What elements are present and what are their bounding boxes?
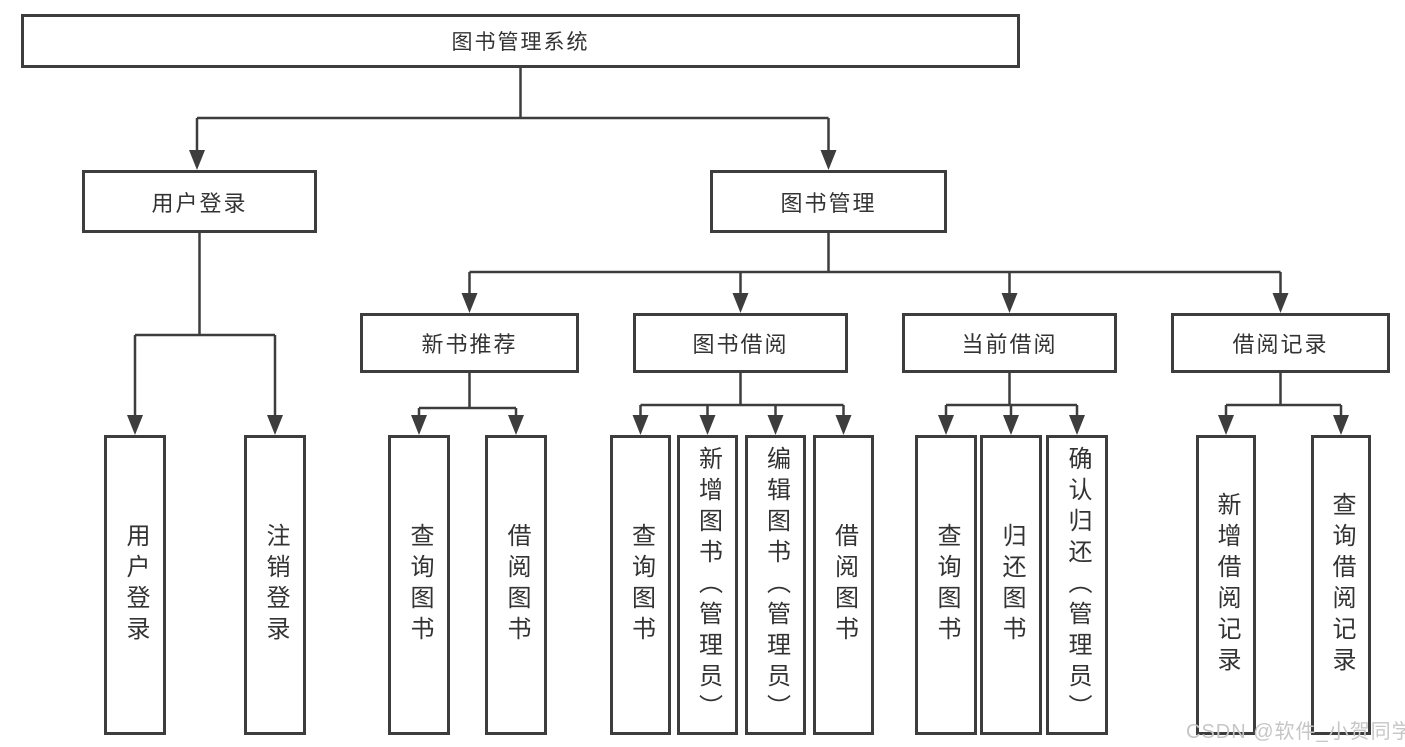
node-label: 新增图书（管理员） bbox=[694, 445, 722, 725]
node-label: 查询图书 bbox=[406, 523, 433, 647]
leaf-confirm-return-admin: 确认归还（管理员） bbox=[1046, 435, 1108, 735]
leaf-query-borrow-record: 查询借阅记录 bbox=[1311, 435, 1371, 735]
node-current-borrowing: 当前借阅 bbox=[902, 313, 1117, 373]
node-label: 借阅图书 bbox=[830, 523, 858, 647]
leaf-user-login: 用户登录 bbox=[104, 435, 166, 735]
node-label: 新书推荐 bbox=[421, 332, 518, 357]
node-user-login: 用户登录 bbox=[82, 170, 317, 233]
node-new-book-recommend: 新书推荐 bbox=[360, 313, 579, 373]
node-label: 查询图书 bbox=[627, 523, 655, 647]
leaf-add-book-admin: 新增图书（管理员） bbox=[677, 435, 738, 735]
node-book-borrowing: 图书借阅 bbox=[633, 313, 848, 373]
leaf-query-books-borrowing: 查询图书 bbox=[610, 435, 671, 735]
node-label: 新增借阅记录 bbox=[1213, 492, 1240, 678]
leaf-logout: 注销登录 bbox=[244, 435, 306, 735]
node-label: 注销登录 bbox=[262, 523, 289, 647]
node-label: 用户登录 bbox=[151, 190, 248, 216]
leaf-edit-book-admin: 编辑图书（管理员） bbox=[745, 435, 806, 735]
node-borrowing-records: 借阅记录 bbox=[1171, 313, 1390, 373]
watermark: CSDN @软件_小贺同学 bbox=[1186, 721, 1405, 743]
leaf-borrow-books-borrowing: 借阅图书 bbox=[813, 435, 874, 735]
node-label: 归还图书 bbox=[998, 523, 1025, 647]
node-label: 图书管理系统 bbox=[451, 31, 590, 54]
node-label: 借阅记录 bbox=[1232, 332, 1329, 357]
node-label: 编辑图书（管理员） bbox=[762, 445, 790, 725]
leaf-return-books: 归还图书 bbox=[980, 435, 1042, 735]
node-label: 查询借阅记录 bbox=[1328, 492, 1355, 678]
node-label: 当前借阅 bbox=[961, 332, 1058, 357]
leaf-borrow-books-recommend: 借阅图书 bbox=[485, 435, 547, 735]
node-label: 用户登录 bbox=[122, 523, 149, 647]
node-label: 图书借阅 bbox=[692, 332, 789, 357]
node-label: 借阅图书 bbox=[503, 523, 530, 647]
leaf-add-borrow-record: 新增借阅记录 bbox=[1196, 435, 1256, 735]
leaf-query-books-current: 查询图书 bbox=[915, 435, 977, 735]
node-label: 图书管理 bbox=[780, 190, 877, 216]
node-library-management-system: 图书管理系统 bbox=[21, 14, 1020, 68]
node-book-management: 图书管理 bbox=[710, 170, 947, 233]
node-label: 查询图书 bbox=[933, 523, 960, 647]
leaf-query-books-recommend: 查询图书 bbox=[388, 435, 450, 735]
node-label: 确认归还（管理员） bbox=[1064, 445, 1091, 725]
